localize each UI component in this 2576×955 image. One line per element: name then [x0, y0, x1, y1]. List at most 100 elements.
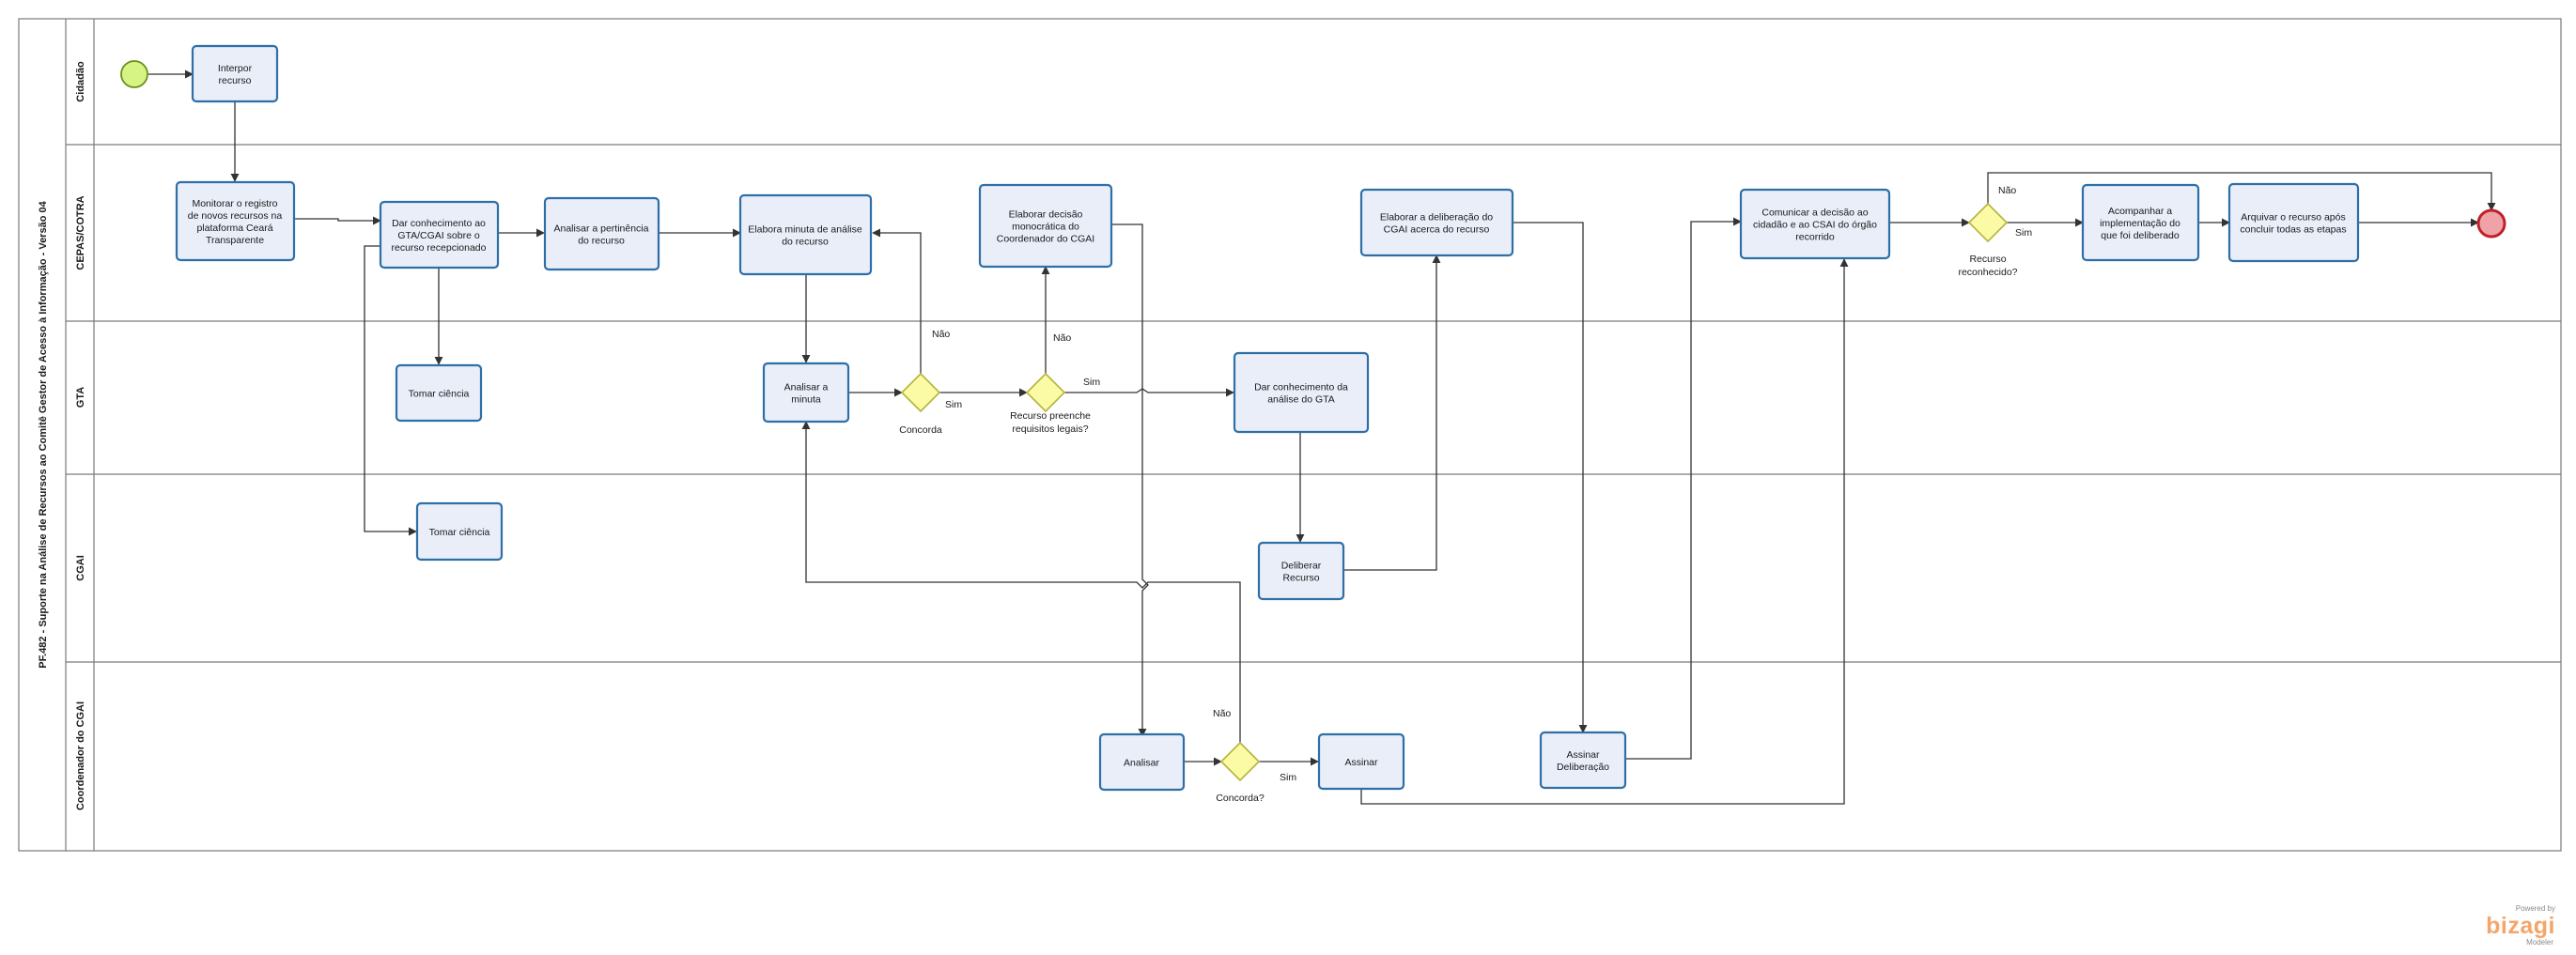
task-label-line: Acompanhar a — [2108, 206, 2172, 217]
task-box[interactable] — [1098, 732, 1186, 792]
task-label-line: Coordenador do CGAI — [997, 234, 1094, 245]
task-label-line: recurso — [218, 75, 251, 86]
pool-title: PF.482 - Suporte na Análise de Recursos … — [38, 200, 49, 668]
task-label-line: Transparente — [206, 235, 264, 246]
flow-labels: Não Sim Não Sim Não Sim Não Sim — [932, 185, 2032, 783]
gateway-concorda-q-label: Concorda? — [1216, 793, 1265, 804]
task-label-line: Monitorar o registro — [192, 198, 277, 209]
task-box[interactable] — [395, 363, 483, 423]
task-label-line: Arquivar o recurso após — [2241, 212, 2345, 223]
task-label-line: concluir todas as etapas — [2240, 224, 2346, 236]
task-label-line: Deliberar — [1281, 561, 1322, 572]
task-box[interactable] — [1257, 541, 1345, 601]
gateway-requisitos[interactable]: Recurso preenche requisitos legais? — [1010, 372, 1091, 435]
task-tomar-ciencia-cgai[interactable]: Tomar ciência — [415, 501, 504, 562]
task-label-line: minuta — [791, 394, 821, 406]
task-box[interactable] — [379, 200, 500, 270]
flow-concorda-nao — [872, 228, 922, 374]
task-label-line: Assinar — [1344, 757, 1378, 768]
label-concorda-nao: Não — [932, 329, 950, 340]
task-label-line: análise do GTA — [1267, 394, 1335, 406]
task-label-line: Assinar — [1566, 749, 1600, 761]
task-label-line: GTA/CGAI sobre o — [397, 230, 479, 241]
gateway-concorda-q[interactable]: Concorda? — [1216, 741, 1265, 804]
task-label-line: plataforma Ceará — [196, 223, 272, 234]
gateway-requisitos-label-line-1: Recurso preenche — [1010, 410, 1091, 422]
gateway-reconhecido[interactable]: Recurso reconhecido? — [1958, 202, 2018, 278]
task-tomar-ciencia-gta[interactable]: Tomar ciência — [395, 363, 483, 423]
gateway-concorda[interactable]: Concorda — [899, 372, 942, 436]
label-requisitos-sim: Sim — [1083, 377, 1100, 388]
flow-assinar-to-comunicar — [1360, 258, 1849, 805]
gateway-concorda-shape[interactable] — [900, 372, 941, 413]
powered-by-text: Powered by — [2515, 904, 2555, 913]
task-box[interactable] — [1359, 188, 1514, 257]
task-box[interactable] — [2227, 182, 2360, 263]
modeler-text: Modeler — [2526, 938, 2553, 947]
task-box[interactable] — [2081, 183, 2200, 262]
lane-label-cidadao: Cidadão — [75, 61, 86, 102]
label-concorda-sim: Sim — [945, 399, 962, 410]
task-label: Tomar ciência — [409, 389, 470, 400]
gateway-reconhecido-label-line-2: reconhecido? — [1958, 267, 2017, 278]
lane-label-cgai: CGAI — [75, 555, 86, 581]
task-box[interactable] — [978, 183, 1113, 269]
task-label-line: Analisar a pertinência — [554, 223, 649, 235]
start-event[interactable] — [120, 60, 148, 88]
gateway-requisitos-shape[interactable] — [1025, 372, 1066, 413]
task-label-line: Deliberação — [1557, 762, 1609, 773]
task-box[interactable] — [738, 193, 873, 276]
task-box[interactable] — [1739, 188, 1891, 260]
task-label-line: do recurso — [578, 236, 625, 247]
label-reconhecido-nao: Não — [1998, 185, 2016, 196]
task-assinar[interactable]: Assinar — [1317, 732, 1405, 791]
flow-decisao-to-analisar — [1111, 223, 1149, 737]
gateway-concorda-q-shape[interactable] — [1219, 741, 1261, 782]
flow-elaborar-deliberacao-to-assinar-deliberacao — [1513, 222, 1588, 733]
bizagi-logo: Powered by bizagi Modeler — [2471, 904, 2555, 947]
task-box[interactable] — [191, 44, 279, 103]
flow-assinar-deliberacao-to-comunicar — [1625, 217, 1742, 760]
task-box[interactable] — [175, 180, 296, 262]
lane-label-cepas-cotra: CEPAS/COTRA — [75, 195, 86, 270]
flow-reconhecido-nao — [1987, 172, 2496, 211]
task-analisar[interactable]: Analisar — [1098, 732, 1186, 792]
task-box[interactable] — [762, 362, 850, 424]
task-box[interactable] — [543, 196, 660, 271]
label-requisitos-nao: Não — [1053, 332, 1071, 344]
task-box[interactable] — [1233, 351, 1370, 434]
task-box[interactable] — [1317, 732, 1405, 791]
task-label-line: Dar conhecimento ao — [392, 218, 486, 229]
task-box[interactable] — [1539, 731, 1627, 790]
gateway-reconhecido-shape[interactable] — [1967, 202, 2009, 243]
task-box[interactable] — [415, 501, 504, 562]
end-event[interactable] — [2476, 208, 2506, 239]
lane-label-coordenador-cgai: Coordenador do CGAI — [75, 701, 86, 810]
